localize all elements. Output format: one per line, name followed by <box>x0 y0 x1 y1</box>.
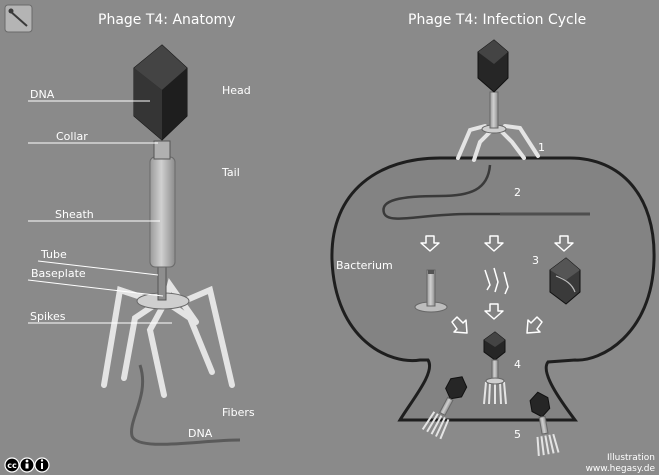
step-4: 4 <box>514 358 521 371</box>
step-1: 1 <box>538 141 545 154</box>
label-fibers: Fibers <box>222 406 255 419</box>
svg-text:cc: cc <box>7 461 17 470</box>
step-3: 3 <box>532 254 539 267</box>
label-tail: Tail <box>221 166 240 179</box>
label-collar: Collar <box>56 130 88 143</box>
credit-line-2: www.hegasy.de <box>586 464 656 474</box>
label-dna: DNA <box>30 88 55 101</box>
step-2: 2 <box>514 186 521 199</box>
phage-app-icon[interactable] <box>5 5 32 32</box>
label-head: Head <box>222 84 251 97</box>
by-icon[interactable] <box>20 458 34 472</box>
label-sheath: Sheath <box>55 208 94 221</box>
step-5: 5 <box>514 428 521 441</box>
capsid-head <box>134 45 187 140</box>
info-icon[interactable] <box>35 458 49 472</box>
label-tube: Tube <box>40 248 67 261</box>
label-spikes: Spikes <box>30 310 66 323</box>
label-dna-bottom: DNA <box>188 427 213 440</box>
infection-cycle-title: Phage T4: Infection Cycle <box>408 12 586 28</box>
dna-strand <box>132 365 240 444</box>
anatomy-phage <box>104 45 240 444</box>
collar <box>154 141 170 159</box>
anatomy-title: Phage T4: Anatomy <box>98 12 235 28</box>
cc-icon[interactable]: cc <box>5 458 19 472</box>
cycle-phage-1 <box>458 40 538 160</box>
tube <box>158 262 166 300</box>
label-bacterium: Bacterium <box>336 259 393 272</box>
label-baseplate: Baseplate <box>31 267 86 280</box>
credit-line-1: Illustration <box>607 453 655 463</box>
license-icons[interactable]: cc <box>5 458 49 472</box>
sheath <box>150 157 175 267</box>
